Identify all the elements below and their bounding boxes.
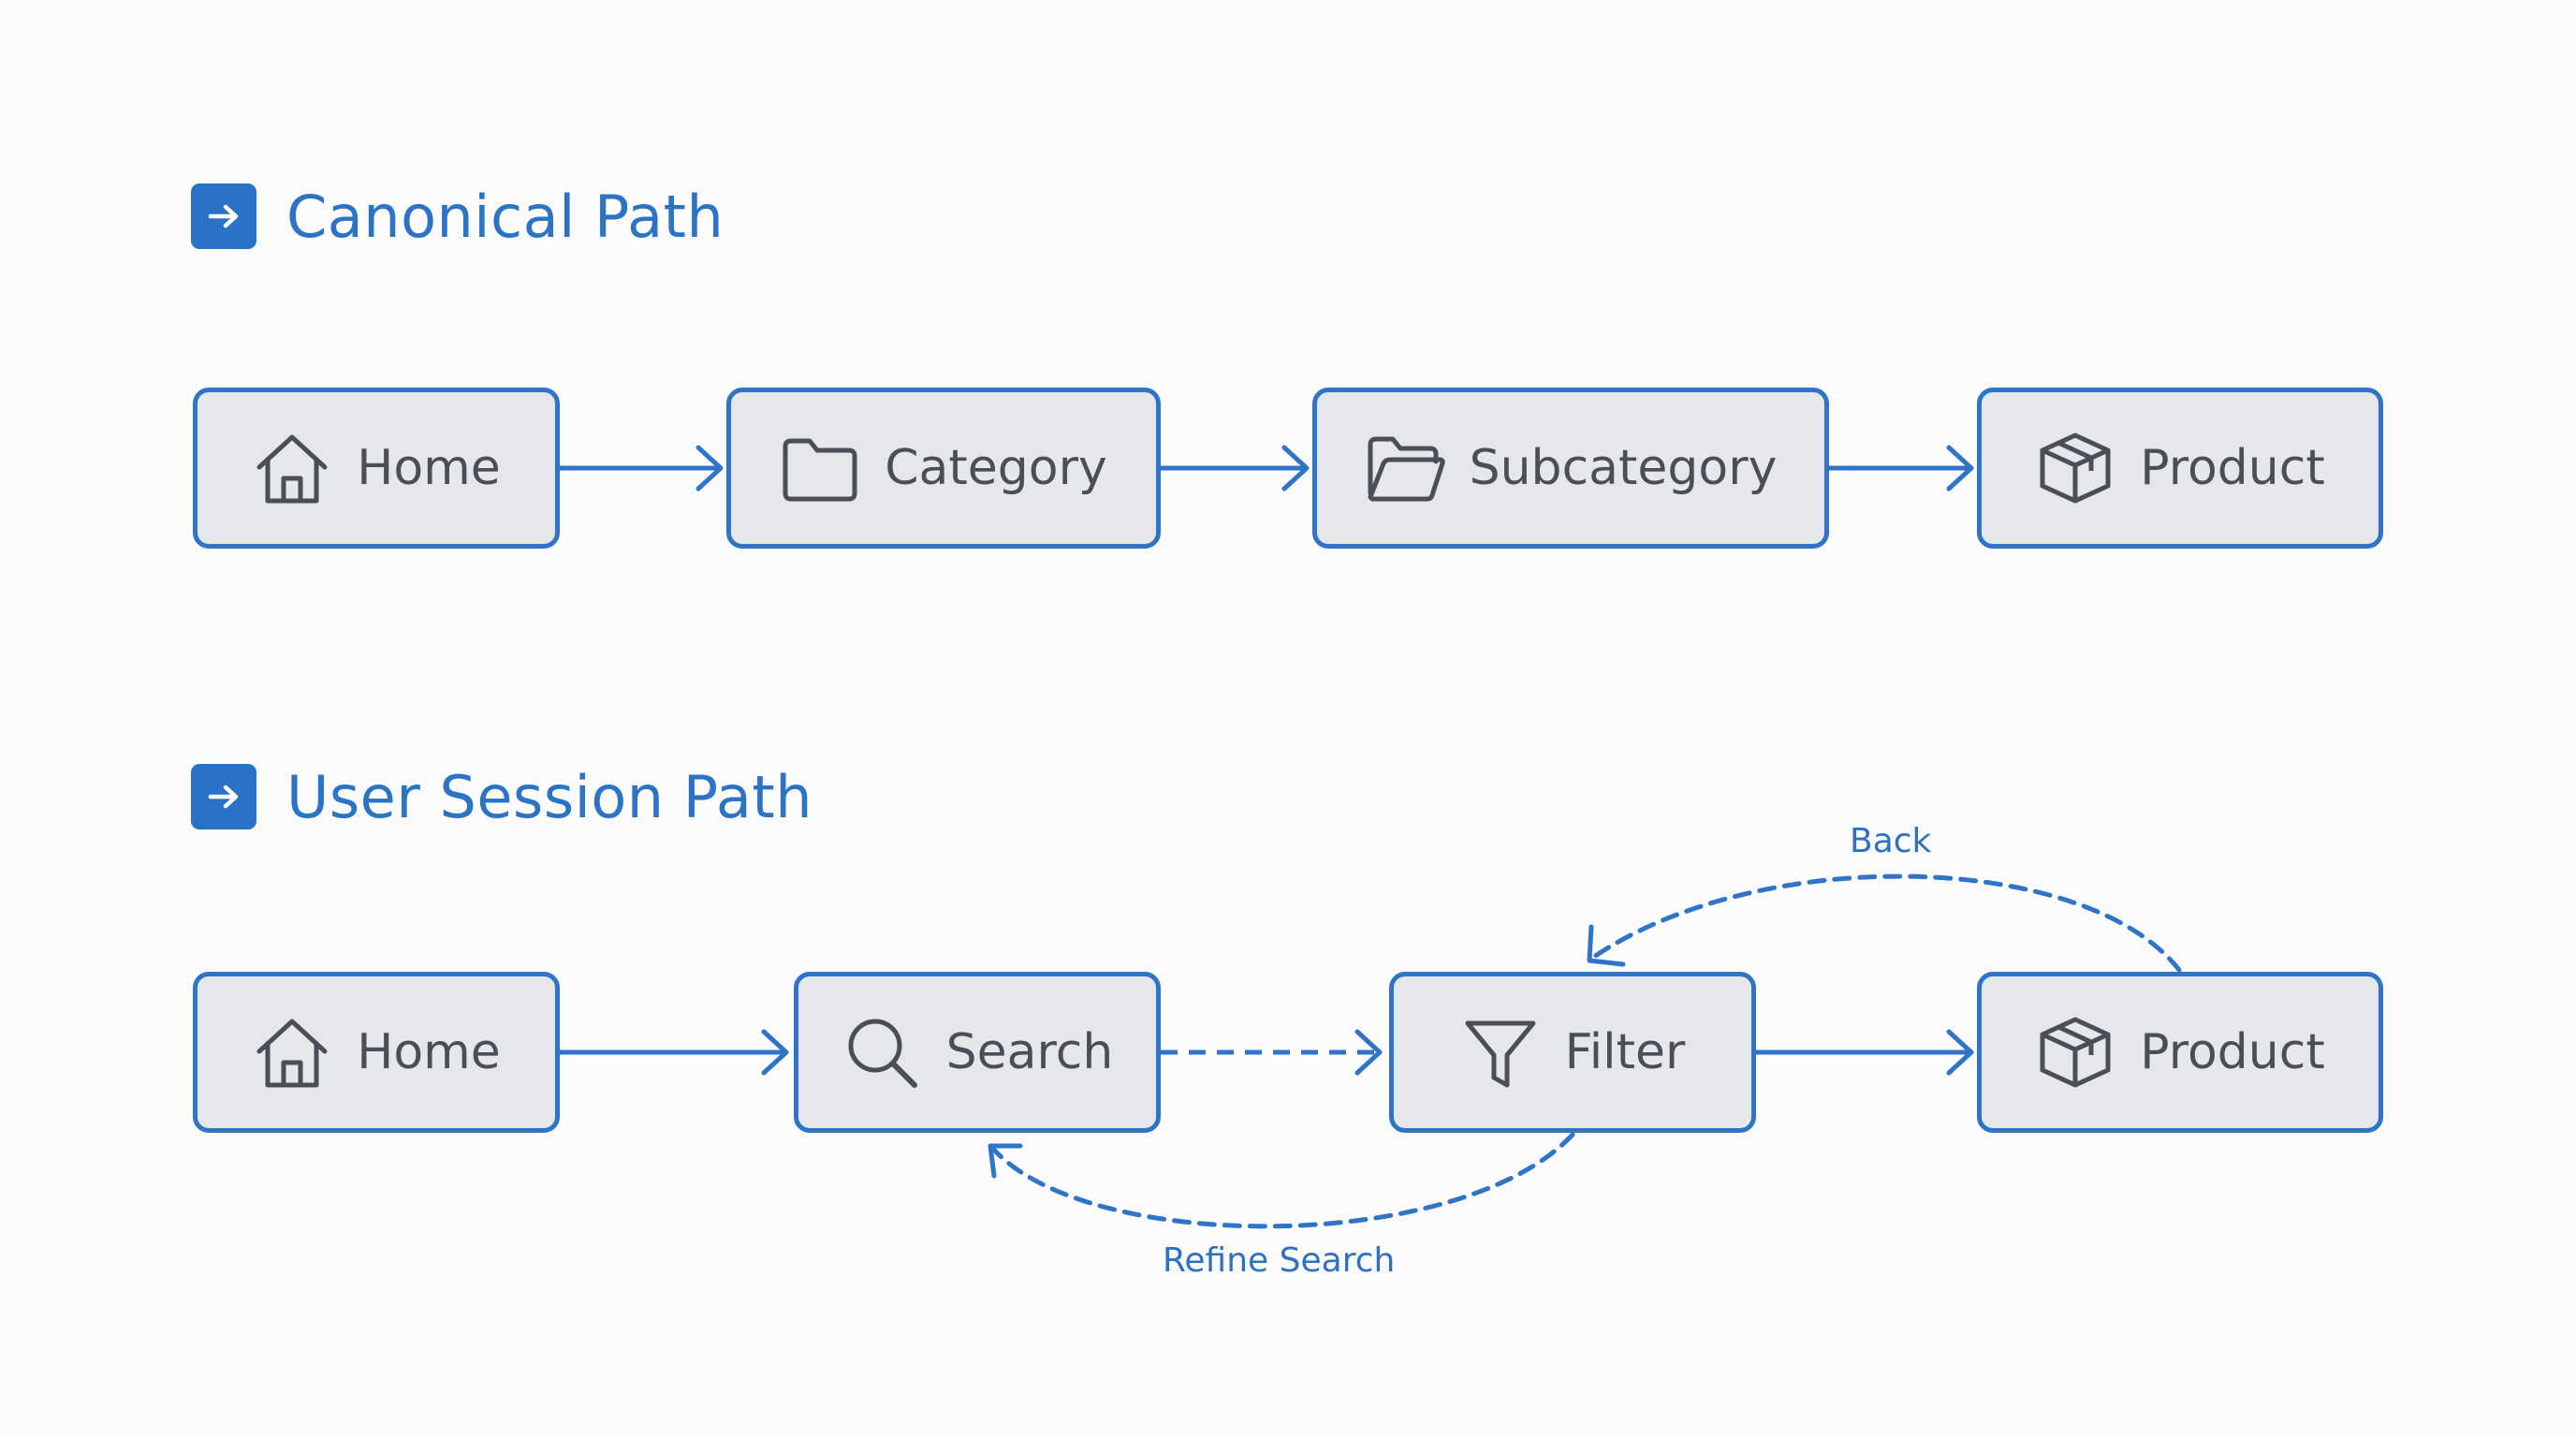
user-session-path-title: User Session Path xyxy=(286,762,812,831)
arrow-right-badge-icon xyxy=(191,183,256,249)
folder-icon xyxy=(780,428,860,508)
home-icon xyxy=(252,1012,332,1093)
box-icon xyxy=(2035,1012,2115,1093)
canonical-node-product[interactable]: Product xyxy=(1977,388,2383,549)
node-label: Category xyxy=(885,440,1107,496)
session-node-home[interactable]: Home xyxy=(193,972,560,1133)
canonical-node-subcategory[interactable]: Subcategory xyxy=(1312,388,1829,549)
dashed-arrow-refine-search xyxy=(989,1132,1575,1229)
node-label: Home xyxy=(357,1024,501,1080)
canonical-node-category[interactable]: Category xyxy=(726,388,1161,549)
arrowhead-filter-to-product xyxy=(1946,1029,1974,1076)
session-node-filter[interactable]: Filter xyxy=(1389,972,1756,1133)
user-session-path-heading: User Session Path xyxy=(191,762,812,831)
canonical-path-title: Canonical Path xyxy=(286,182,724,251)
canonical-path-heading: Canonical Path xyxy=(191,182,724,251)
arrowhead-subcategory-to-product xyxy=(1946,445,1974,492)
arrowhead-home-to-search xyxy=(761,1029,789,1076)
filter-icon xyxy=(1460,1012,1541,1093)
arrowhead-search-to-filter xyxy=(1354,1029,1383,1076)
back-edge-label: Back xyxy=(1850,822,1932,860)
canonical-node-home[interactable]: Home xyxy=(193,388,560,549)
node-label: Subcategory xyxy=(1469,440,1778,496)
arrowhead-home-to-category xyxy=(695,445,724,492)
arrowhead-back xyxy=(1587,924,1626,967)
arrow-right-badge-icon xyxy=(191,764,256,829)
session-node-product[interactable]: Product xyxy=(1977,972,2383,1133)
node-label: Home xyxy=(357,440,501,496)
session-node-search[interactable]: Search xyxy=(794,972,1161,1133)
node-label: Filter xyxy=(1564,1024,1686,1080)
search-icon xyxy=(842,1012,922,1093)
refine-search-edge-label: Refine Search xyxy=(1163,1241,1396,1280)
dashed-arrow-back xyxy=(1588,873,2182,973)
node-label: Product xyxy=(2140,1024,2325,1080)
arrowhead-category-to-subcategory xyxy=(1281,445,1310,492)
node-label: Product xyxy=(2140,440,2325,496)
arrowhead-refine-search xyxy=(988,1143,1023,1179)
node-label: Search xyxy=(945,1024,1114,1080)
folder-open-icon xyxy=(1365,428,1445,508)
home-icon xyxy=(252,428,332,508)
box-icon xyxy=(2035,428,2115,508)
